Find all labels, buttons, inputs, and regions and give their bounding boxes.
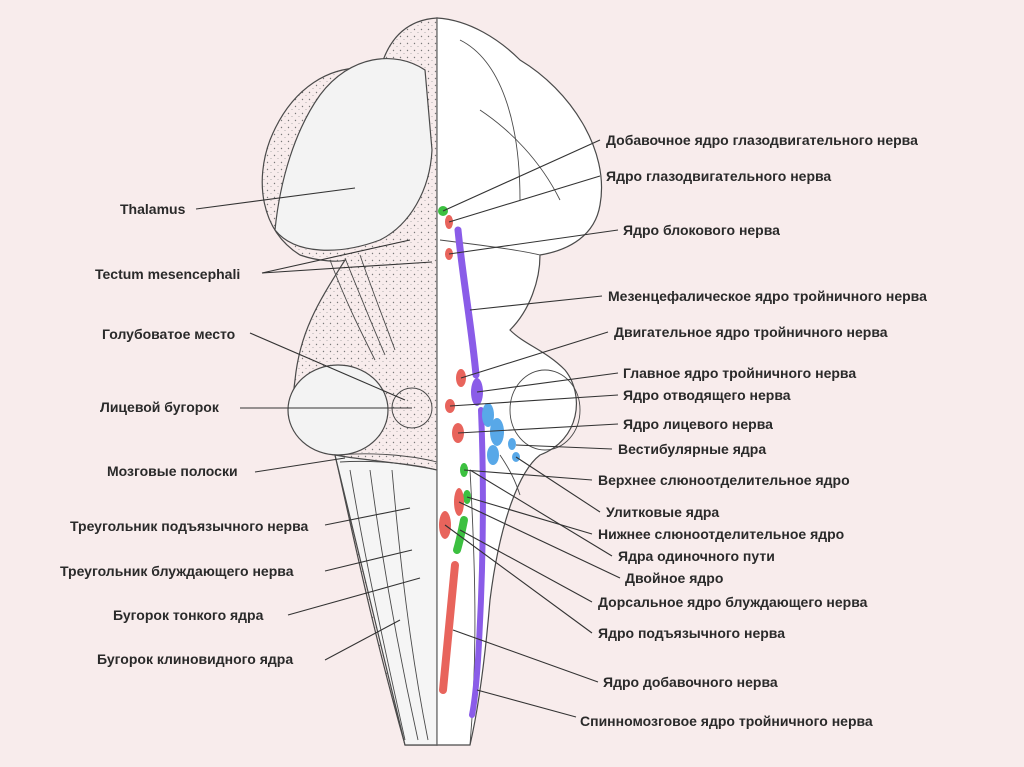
label-ambiguus: Двойное ядро [625,570,723,586]
label-gracile-tubercle: Бугорок тонкого ядра [113,607,264,623]
label-facial-colliculus: Лицевой бугорок [100,399,220,415]
left-pons [287,364,389,456]
mesencephalic-trigeminal-nucleus [454,226,480,379]
accessory-nucleus [439,561,459,694]
label-locus-coeruleus: Голубоватое место [102,326,235,342]
label-abducens: Ядро отводящего нерва [623,387,791,403]
label-cochlear: Улитковые ядра [606,504,719,520]
left-labels: Thalamus Tectum mesencephali Голубоватое… [60,201,309,667]
label-hypoglossal-triangle: Треугольник подъязычного нерва [70,518,309,534]
left-thalamus [274,58,433,251]
right-labels: Добавочное ядро глазодвигательного нерва… [580,132,927,729]
cochlear-nucleus-1 [508,438,516,450]
label-spinal-trigeminal: Спинномозговое ядро тройничного нерва [580,713,873,729]
label-accessory: Ядро добавочного нерва [603,674,778,690]
label-main-trigeminal: Главное ядро тройничного нерва [623,365,856,381]
label-accessory-oculomotor: Добавочное ядро глазодвигательного нерва [606,132,918,148]
label-facial: Ядро лицевого нерва [623,416,773,432]
vestibular-nucleus-1 [482,403,494,427]
dorsal-vagal-nucleus [453,516,468,554]
left-medulla [334,454,438,746]
label-vestibular: Вестибулярные ядра [618,441,766,457]
label-oculomotor: Ядро глазодвигательного нерва [606,168,831,184]
brainstem-illustration [261,17,602,746]
label-mesencephalic-trigeminal: Мезенцефалическое ядро тройничного нерва [608,288,927,304]
label-striae-medullares: Мозговые полоски [107,463,238,479]
label-tectum: Tectum mesencephali [95,266,240,282]
spinal-trigeminal-nucleus [469,407,486,718]
label-thalamus: Thalamus [120,201,186,217]
label-motor-trigeminal: Двигательное ядро тройничного нерва [614,324,888,340]
cranial-nerve-nuclei [438,206,520,718]
label-inferior-salivatory: Нижнее слюноотделительное ядро [598,526,844,542]
vestibular-nucleus-2 [490,418,504,446]
vestibular-nucleus-3 [487,445,499,465]
label-vagal-triangle: Треугольник блуждающего нерва [60,563,294,579]
label-dorsal-vagal: Дорсальное ядро блуждающего нерва [598,594,868,610]
label-solitary-tract: Ядра одиночного пути [618,548,775,564]
label-hypoglossal: Ядро подъязычного нерва [598,625,785,641]
leader-lines [195,139,621,718]
label-superior-salivatory: Верхнее слюноотделительное ядро [598,472,850,488]
label-cuneate-tubercle: Бугорок клиновидного ядра [97,651,293,667]
label-trochlear: Ядро блокового нерва [623,222,780,238]
